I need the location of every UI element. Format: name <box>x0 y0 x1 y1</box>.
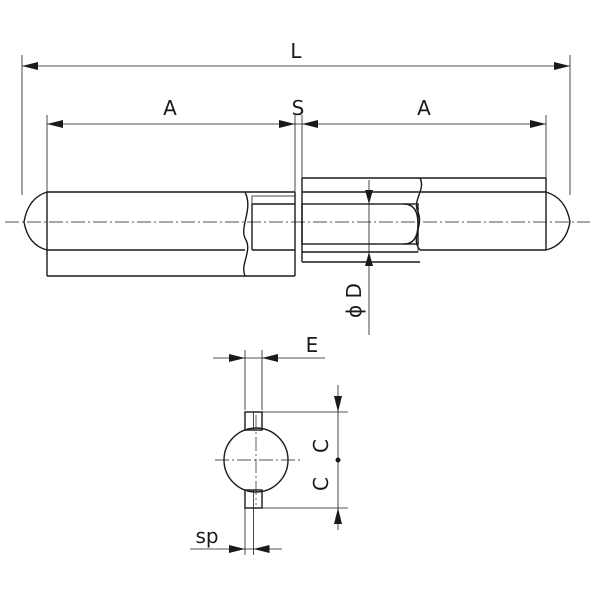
label-center-upper: C <box>309 439 333 453</box>
inner-pin <box>301 203 419 245</box>
dimension-dot <box>335 457 341 463</box>
pin-end <box>403 203 419 245</box>
section-hatch-left-top <box>251 195 296 205</box>
left-rounded-tip <box>23 191 48 251</box>
label-gap: S <box>292 96 305 120</box>
arrowhead <box>365 252 373 266</box>
arrowhead <box>554 62 570 70</box>
right-rounded-tip <box>545 191 571 251</box>
arrowhead <box>365 190 373 204</box>
label-leaf-length-left: A <box>163 96 177 120</box>
label-diameter: ϕ D <box>342 283 366 318</box>
label-thickness: sp <box>195 524 218 548</box>
arrowhead <box>279 120 295 128</box>
arrowhead <box>302 120 318 128</box>
arrowhead <box>253 545 270 553</box>
label-center-lower: C <box>309 477 333 491</box>
arrowhead <box>47 120 63 128</box>
end-view: E C C sp <box>190 333 348 555</box>
left-barrel <box>23 191 296 277</box>
arrowhead <box>22 62 38 70</box>
arrowhead <box>262 354 278 362</box>
label-overall-length: L <box>290 39 302 63</box>
arrowhead <box>229 545 245 553</box>
label-leaf-length-right: A <box>417 96 431 120</box>
arrowhead <box>334 508 342 524</box>
section-hatch-right-bottom <box>301 243 419 253</box>
arrowhead <box>334 396 342 412</box>
side-view: L A S A <box>5 39 590 335</box>
label-offset: E <box>306 333 319 357</box>
arrowhead <box>229 354 245 362</box>
arrowhead <box>530 120 546 128</box>
right-barrel <box>301 177 571 263</box>
break-line-left <box>243 191 249 277</box>
